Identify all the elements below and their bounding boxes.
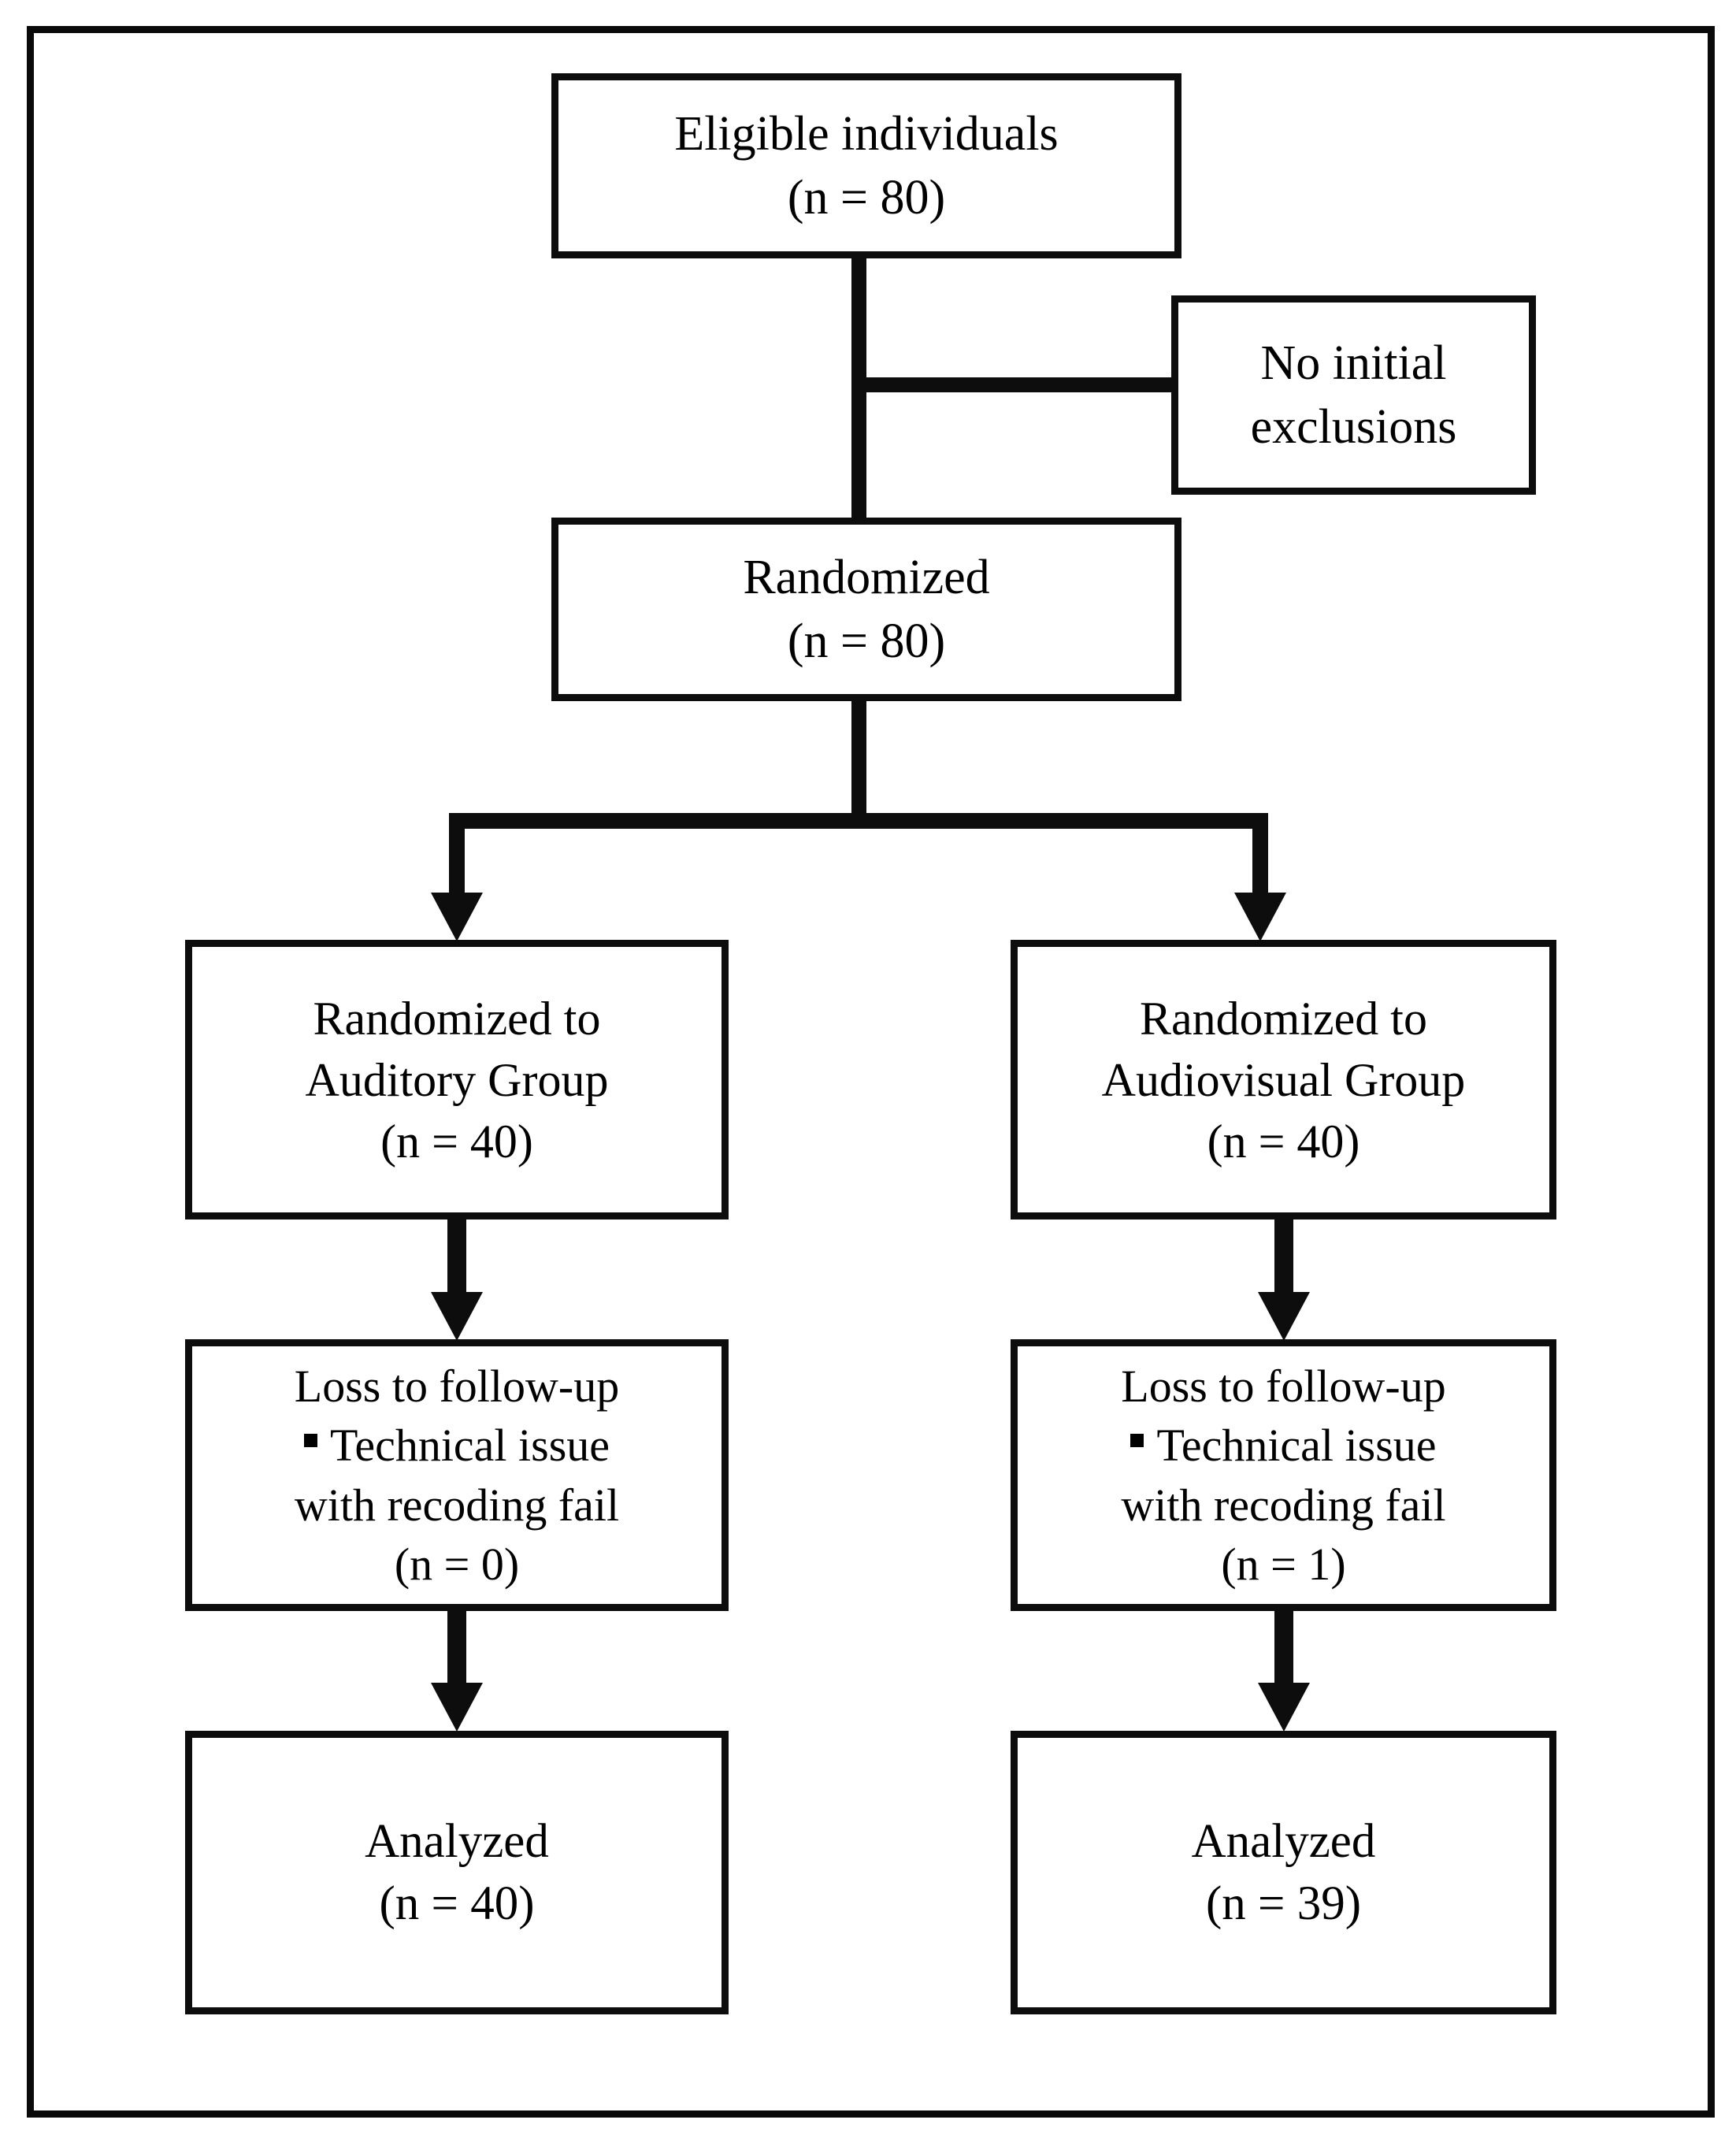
node-left-loss-line-2: Technical issue: [329, 1420, 610, 1472]
split-bar: [449, 813, 1268, 829]
arrowhead-to-audiovisual-group: [1234, 893, 1286, 941]
node-left-loss-line-1: Loss to follow-up: [294, 1360, 620, 1412]
arrow-shaft-left-group-to-loss: [447, 1219, 466, 1298]
node-randomized-auditory-group: Randomized to Auditory Group (n = 40): [185, 940, 729, 1219]
arrowhead-left-group-to-loss: [431, 1292, 483, 1341]
arrow-shaft-right-group-to-loss: [1274, 1219, 1293, 1298]
square-bullet-icon: [303, 1433, 317, 1447]
node-no-initial-exclusions: No initial exclusions: [1171, 295, 1536, 495]
node-right-loss-line-2: Technical issue: [1156, 1420, 1437, 1472]
arrow-shaft-left-loss-to-analyzed: [447, 1611, 466, 1688]
arrow-shaft-right-loss-to-analyzed: [1274, 1611, 1293, 1688]
node-right-loss-line-3: with recoding fail: [1121, 1479, 1446, 1531]
arrowhead-left-loss-to-analyzed: [431, 1683, 483, 1732]
node-randomized-line-1: Randomized: [743, 550, 990, 604]
node-left-analyzed-line-1: Analyzed: [365, 1814, 549, 1868]
node-right-group-line-1: Randomized to: [1140, 992, 1427, 1045]
node-left-loss-line-3: with recoding fail: [294, 1479, 620, 1531]
node-no-exclusions-line-2: exclusions: [1250, 399, 1457, 454]
node-eligible-line-1: Eligible individuals: [674, 106, 1059, 161]
node-left-group-line-2: Auditory Group: [305, 1053, 609, 1106]
split-leg-left: [449, 813, 465, 898]
figure-outer-border: [27, 26, 1715, 2118]
node-eligible-individuals: Eligible individuals (n = 80): [551, 73, 1181, 258]
connector-to-no-exclusions: [851, 377, 1174, 392]
node-left-loss-line-4: (n = 0): [394, 1538, 520, 1590]
connector-randomized-to-split: [851, 701, 866, 819]
node-left-group-line-1: Randomized to: [313, 992, 601, 1045]
node-randomized-audiovisual-group: Randomized to Audiovisual Group (n = 40): [1011, 940, 1556, 1219]
square-bullet-icon: [1130, 1433, 1144, 1447]
split-leg-right: [1252, 813, 1268, 898]
node-right-analyzed: Analyzed (n = 39): [1011, 1731, 1556, 2014]
arrowhead-right-group-to-loss: [1258, 1292, 1310, 1341]
node-right-group-line-2: Audiovisual Group: [1101, 1053, 1466, 1106]
node-left-group-line-3: (n = 40): [380, 1115, 533, 1168]
node-right-group-line-3: (n = 40): [1207, 1115, 1360, 1168]
node-right-analyzed-line-2: (n = 39): [1205, 1877, 1362, 1930]
node-right-loss-bullet-line: Technical issue: [1130, 1416, 1437, 1475]
node-left-analyzed: Analyzed (n = 40): [185, 1731, 729, 2014]
node-right-loss-to-follow-up: Loss to follow-up Technical issue with r…: [1011, 1339, 1556, 1611]
node-right-loss-line-1: Loss to follow-up: [1121, 1360, 1446, 1412]
node-right-analyzed-line-1: Analyzed: [1191, 1814, 1376, 1868]
node-eligible-line-2: (n = 80): [787, 170, 946, 225]
arrowhead-to-auditory-group: [431, 893, 483, 941]
node-left-loss-bullet-line: Technical issue: [303, 1416, 610, 1475]
node-right-loss-line-4: (n = 1): [1221, 1538, 1346, 1590]
node-left-loss-to-follow-up: Loss to follow-up Technical issue with r…: [185, 1339, 729, 1611]
node-randomized-line-2: (n = 80): [787, 614, 946, 668]
node-randomized: Randomized (n = 80): [551, 518, 1181, 701]
node-left-analyzed-line-2: (n = 40): [379, 1877, 535, 1930]
node-no-exclusions-line-1: No initial: [1260, 336, 1447, 390]
arrowhead-right-loss-to-analyzed: [1258, 1683, 1310, 1732]
